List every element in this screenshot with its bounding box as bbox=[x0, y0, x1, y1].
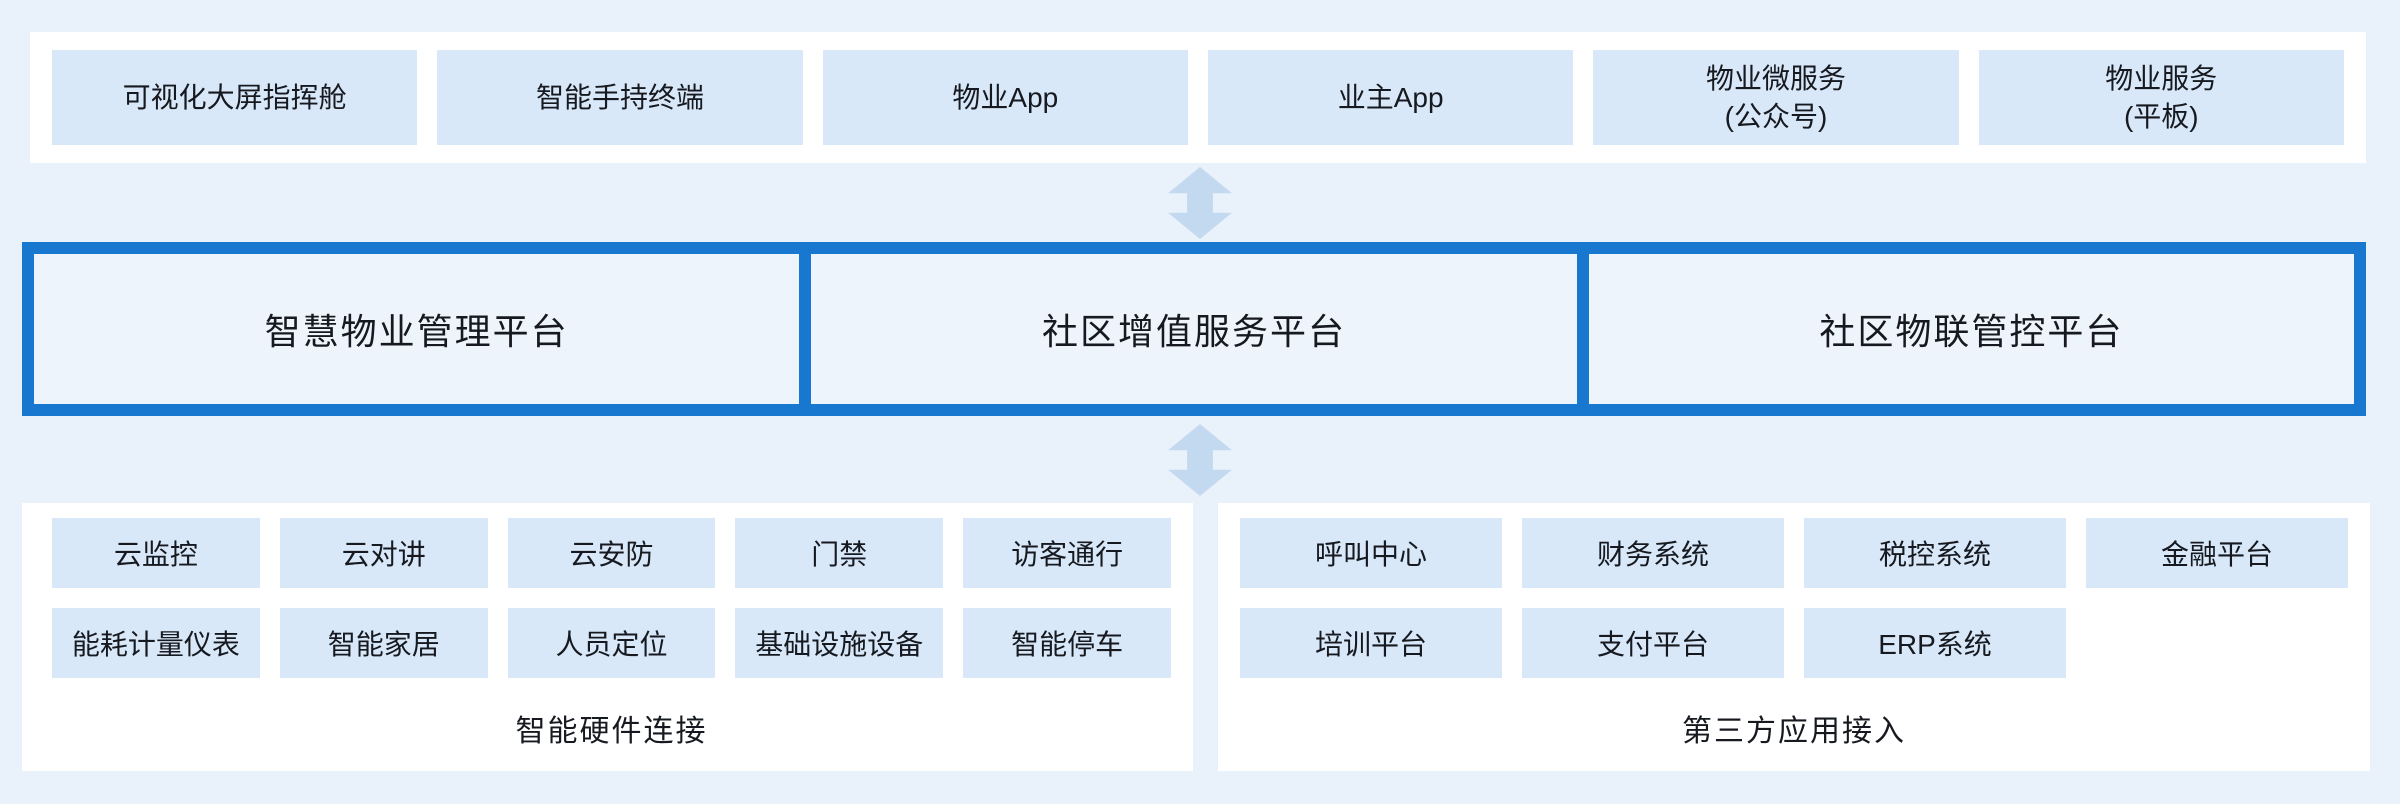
platform-box-value-added-service: 社区增值服务平台 bbox=[811, 254, 1577, 404]
hardware-box-visitor-pass: 访客通行 bbox=[963, 518, 1171, 588]
platform-box-iot-control: 社区物联管控平台 bbox=[1588, 254, 2354, 404]
platform-band: 智慧物业管理平台 社区增值服务平台 社区物联管控平台 bbox=[22, 242, 2366, 416]
arrow-down-part bbox=[1168, 450, 1232, 496]
terminal-box-property-app: 物业App bbox=[822, 50, 1188, 145]
hardware-box-personnel-positioning: 人员定位 bbox=[507, 608, 716, 678]
third-party-row-1: 呼叫中心 财务系统 税控系统 金融平台 bbox=[1240, 518, 2348, 588]
third-party-panel: 呼叫中心 财务系统 税控系统 金融平台 培训平台 支付平台 ERP系统 第三方应… bbox=[1218, 503, 2370, 771]
platform-box-property-management: 智慧物业管理平台 bbox=[34, 254, 800, 404]
hardware-box-infrastructure: 基础设施设备 bbox=[735, 608, 944, 678]
hardware-box-access-control: 门禁 bbox=[735, 518, 944, 588]
third-party-box-finance-system: 财务系统 bbox=[1522, 518, 1784, 588]
hardware-row-2: 能耗计量仪表 智能家居 人员定位 基础设施设备 智能停车 bbox=[52, 608, 1171, 678]
hardware-box-energy-meter: 能耗计量仪表 bbox=[52, 608, 260, 678]
third-party-caption: 第三方应用接入 bbox=[1682, 714, 1906, 748]
arrow-down-part bbox=[1168, 193, 1232, 239]
empty-cell bbox=[2086, 608, 2348, 678]
hardware-box-smart-home: 智能家居 bbox=[279, 608, 488, 678]
hardware-box-smart-parking: 智能停车 bbox=[963, 608, 1171, 678]
hardware-box-cloud-intercom: 云对讲 bbox=[279, 518, 488, 588]
third-party-row-2: 培训平台 支付平台 ERP系统 bbox=[1240, 608, 2348, 678]
terminal-box-tablet-service: 物业服务 (平板) bbox=[1978, 50, 2344, 145]
third-party-box-call-center: 呼叫中心 bbox=[1240, 518, 1502, 588]
terminal-box-owner-app: 业主App bbox=[1207, 50, 1574, 145]
up-down-arrow-icon-top bbox=[1168, 167, 1232, 239]
hardware-panel: 云监控 云对讲 云安防 门禁 访客通行 能耗计量仪表 智能家居 人员定位 基础设… bbox=[22, 503, 1193, 771]
terminal-box-wechat-service: 物业微服务 (公众号) bbox=[1593, 50, 1959, 145]
terminal-box-command-cabin: 可视化大屏指挥舱 bbox=[52, 50, 418, 145]
third-party-box-tax-system: 税控系统 bbox=[1804, 518, 2066, 588]
terminal-box-handheld: 智能手持终端 bbox=[437, 50, 803, 145]
third-party-box-payment-platform: 支付平台 bbox=[1522, 608, 1784, 678]
hardware-caption: 智能硬件连接 bbox=[515, 714, 708, 748]
hardware-row-1: 云监控 云对讲 云安防 门禁 访客通行 bbox=[52, 518, 1171, 588]
third-party-box-financial-platform: 金融平台 bbox=[2086, 518, 2348, 588]
up-down-arrow-icon-bottom bbox=[1168, 424, 1232, 496]
terminal-layer-panel: 可视化大屏指挥舱 智能手持终端 物业App 业主App 物业微服务 (公众号) … bbox=[30, 32, 2366, 163]
hardware-box-cloud-security: 云安防 bbox=[507, 518, 716, 588]
third-party-box-training-platform: 培训平台 bbox=[1240, 608, 1502, 678]
third-party-box-erp-system: ERP系统 bbox=[1804, 608, 2066, 678]
hardware-box-cloud-monitoring: 云监控 bbox=[52, 518, 260, 588]
